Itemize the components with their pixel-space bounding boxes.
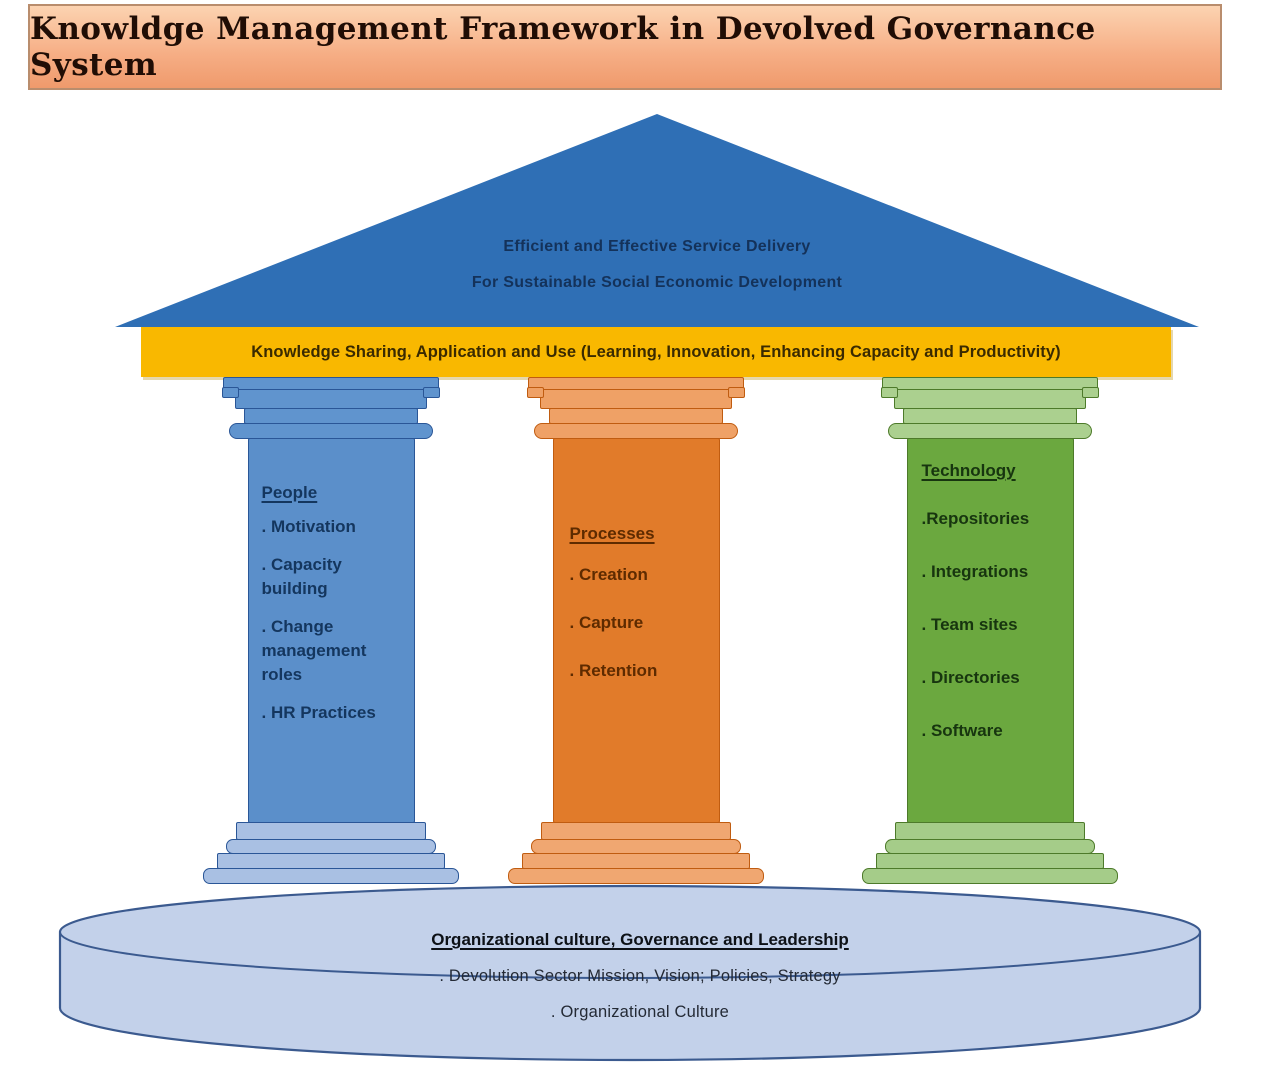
pillar-item: . Retention — [569, 661, 658, 680]
foundation-item: . Devolution Sector Mission, Vision; Pol… — [439, 967, 841, 985]
pillar-base-tier — [522, 853, 750, 869]
pillar-base-tier — [862, 868, 1118, 884]
pillar-heading-processes: Processes — [569, 524, 655, 543]
pillar-base-tier — [541, 822, 731, 840]
pillar-base-tier — [217, 853, 445, 869]
pillar-capital — [527, 377, 745, 398]
pillar-capital-ring — [229, 423, 433, 439]
pillar-capital-tier — [235, 389, 427, 409]
pillar-processes: Processes . Creation . Capture . Retenti… — [506, 377, 766, 884]
pillar-people: People . Motivation . Capacity building … — [201, 377, 461, 884]
pillar-item: . Software — [921, 721, 1003, 740]
pillar-capital-ring — [888, 423, 1092, 439]
pillar-capital — [881, 377, 1099, 398]
pillar-base-tier — [203, 868, 459, 884]
roof-text-line2: For Sustainable Social Economic Developm… — [471, 274, 843, 291]
pillar-item: . Capture — [569, 613, 644, 632]
pillar-item: . Creation — [569, 565, 648, 584]
pillar-shaft-processes: Processes . Creation . Capture . Retenti… — [552, 438, 720, 823]
pillar-item: . Integrations — [921, 562, 1029, 581]
title-banner: Knowldge Management Framework in Devolve… — [28, 4, 1222, 90]
pillar-capital-tier — [244, 408, 418, 424]
pillar-capital-tier — [903, 408, 1077, 424]
pillar-base-tier — [508, 868, 764, 884]
foundation-heading: Organizational culture, Governance and L… — [431, 930, 849, 949]
pillar-shaft-people: People . Motivation . Capacity building … — [247, 438, 415, 823]
pillar-capital-ring — [534, 423, 738, 439]
pillar-base-tier — [226, 839, 436, 854]
pillar-base-tier — [531, 839, 741, 854]
pillar-item: . Team sites — [921, 615, 1018, 634]
pillar-shaft-technology: Technology .Repositories . Integrations … — [906, 438, 1074, 823]
beam-label: Knowledge Sharing, Application and Use (… — [251, 342, 1061, 361]
roof-triangle: Efficient and Effective Service Delivery… — [115, 114, 1199, 327]
pillar-base-tier — [236, 822, 426, 840]
pillar-item: . HR Practices — [261, 703, 376, 722]
knowledge-sharing-beam: Knowledge Sharing, Application and Use (… — [141, 327, 1171, 377]
diagram-title: Knowldge Management Framework in Devolve… — [30, 11, 1096, 83]
roof-text-line1: Efficient and Effective Service Delivery — [503, 238, 811, 255]
pillar-base-tier — [876, 853, 1104, 869]
foundation-plinth — [58, 884, 1202, 1062]
pillar-item: . Directories — [921, 668, 1020, 687]
pillar-capital-tier — [540, 389, 732, 409]
pillar-heading-people: People — [261, 483, 318, 502]
pillar-item: . Change management roles — [261, 617, 367, 684]
pillar-capital — [222, 377, 440, 398]
pillar-base-tier — [895, 822, 1085, 840]
foundation-item: . Organizational Culture — [550, 1003, 730, 1021]
pillar-item: . Capacity building — [261, 555, 342, 598]
pillar-technology: Technology .Repositories . Integrations … — [860, 377, 1120, 884]
pillar-base-tier — [885, 839, 1095, 854]
pillar-heading-technology: Technology — [921, 461, 1016, 480]
foundation-text-block: Organizational culture, Governance and L… — [200, 930, 1080, 1039]
pillar-capital-tier — [549, 408, 723, 424]
pillar-item: .Repositories — [921, 509, 1030, 528]
pillar-capital-tier — [894, 389, 1086, 409]
pillar-item: . Motivation — [261, 517, 356, 536]
